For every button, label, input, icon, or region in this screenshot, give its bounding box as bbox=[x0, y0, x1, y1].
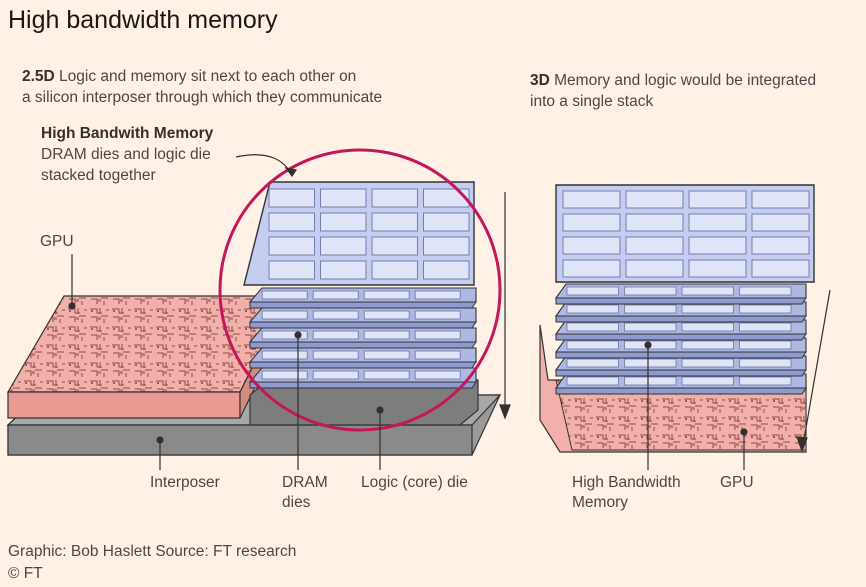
heading-3d-bold: 3D bbox=[530, 72, 550, 89]
memory-cell bbox=[371, 212, 418, 232]
memory-cell bbox=[371, 188, 418, 208]
dram-die-layer bbox=[554, 337, 807, 359]
dram-die-layer bbox=[554, 301, 807, 323]
dram-die-layer bbox=[248, 287, 477, 309]
memory-cell bbox=[320, 188, 367, 208]
memory-cell bbox=[423, 188, 470, 208]
label-gpu-right: GPU bbox=[720, 474, 754, 491]
dram-die-layer bbox=[248, 347, 477, 369]
memory-cell bbox=[562, 259, 621, 278]
heading-2-5d: 2.5D Logic and memory sit next to each o… bbox=[22, 66, 382, 108]
label-hbm-line2: Memory bbox=[572, 494, 628, 511]
memory-cell bbox=[751, 213, 810, 232]
gpu-die-left bbox=[6, 295, 289, 419]
label-dram-line1: DRAM bbox=[282, 474, 328, 491]
memory-cell bbox=[371, 236, 418, 256]
memory-cell bbox=[562, 190, 621, 209]
hbm-callout-title: High Bandwith Memory bbox=[41, 125, 214, 142]
memory-cell bbox=[268, 260, 315, 280]
leader-lines-right bbox=[644, 289, 831, 470]
memory-cell bbox=[688, 236, 747, 255]
dram-dies-stack bbox=[248, 287, 477, 389]
memory-cell bbox=[423, 212, 470, 232]
dram-die-layer bbox=[248, 327, 477, 349]
hbm-callout: High Bandwith Memory DRAM dies and logic… bbox=[41, 123, 213, 186]
memory-cell bbox=[423, 236, 470, 256]
credits: Graphic: Bob Haslett Source: FT research… bbox=[8, 541, 296, 585]
heading-3d: 3D Memory and logic would be integrated … bbox=[530, 70, 816, 112]
memory-cell bbox=[268, 236, 315, 256]
dram-die-layer bbox=[554, 319, 807, 341]
memory-cell bbox=[625, 190, 684, 209]
heading-3d-line2: into a single stack bbox=[530, 93, 654, 110]
label-gpu-left: GPU bbox=[40, 233, 74, 250]
credits-line2: © FT bbox=[8, 565, 43, 582]
hbm-top-die-right bbox=[555, 184, 815, 283]
memory-cell bbox=[625, 259, 684, 278]
hbm-top-die-left bbox=[243, 181, 475, 286]
heading-2-5d-line2: a silicon interposer through which they … bbox=[22, 89, 383, 106]
label-logic-die: Logic (core) die bbox=[361, 474, 468, 491]
dram-die-layer bbox=[554, 373, 807, 395]
page-title: High bandwidth memory bbox=[8, 6, 278, 34]
dram-die-layer bbox=[554, 283, 807, 305]
memory-cell bbox=[268, 212, 315, 232]
heading-2-5d-line1: Logic and memory sit next to each other … bbox=[54, 68, 357, 85]
highlight-circle bbox=[218, 148, 502, 432]
dram-die-layer bbox=[554, 355, 807, 377]
memory-cell bbox=[371, 260, 418, 280]
label-hbm-line1: High Bandwidth bbox=[572, 474, 681, 491]
memory-cell bbox=[625, 236, 684, 255]
memory-cell bbox=[751, 190, 810, 209]
hbm-callout-line1: DRAM dies and logic die bbox=[41, 146, 211, 163]
memory-cell bbox=[688, 259, 747, 278]
credits-line1: Graphic: Bob Haslett Source: FT research bbox=[8, 543, 297, 560]
memory-cell bbox=[625, 213, 684, 232]
memory-cell bbox=[268, 188, 315, 208]
heading-2-5d-bold: 2.5D bbox=[22, 68, 55, 85]
memory-cell bbox=[320, 260, 367, 280]
memory-cell bbox=[751, 259, 810, 278]
memory-cell bbox=[562, 236, 621, 255]
memory-cell bbox=[562, 213, 621, 232]
label-dram-line2: dies bbox=[282, 494, 311, 511]
label-dram-dies: DRAM dies bbox=[282, 473, 328, 513]
dram-die-layer bbox=[248, 367, 477, 389]
heading-3d-line1: Memory and logic would be integrated bbox=[549, 72, 817, 89]
hbm-stack-right bbox=[554, 283, 807, 395]
memory-cell bbox=[688, 213, 747, 232]
leader-lines-left bbox=[68, 154, 511, 470]
memory-cell bbox=[320, 212, 367, 232]
dram-die-layer bbox=[248, 307, 477, 329]
memory-cell bbox=[320, 236, 367, 256]
label-hbm-right: High Bandwidth Memory bbox=[572, 473, 681, 513]
label-interposer: Interposer bbox=[150, 474, 220, 491]
memory-cell bbox=[423, 260, 470, 280]
memory-cell bbox=[751, 236, 810, 255]
hbm-callout-line2: stacked together bbox=[41, 167, 156, 184]
memory-cell bbox=[688, 190, 747, 209]
